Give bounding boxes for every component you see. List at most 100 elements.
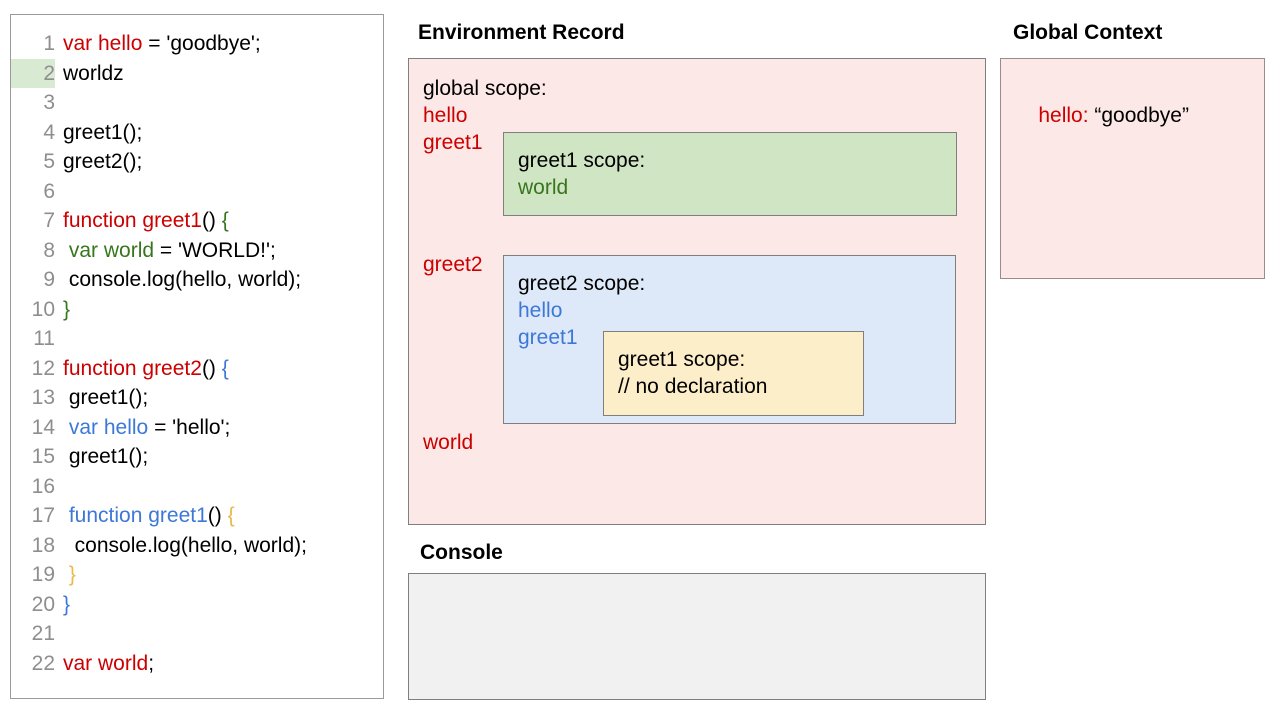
code-line[interactable]: 2 worldz	[11, 58, 383, 89]
line-number: 19	[31, 563, 55, 586]
console-heading: Console	[420, 541, 503, 564]
code-line[interactable]: 3	[11, 88, 383, 118]
console-output-box[interactable]	[408, 573, 986, 700]
code-token: var hello	[63, 32, 143, 55]
code-token: greet2();	[63, 150, 143, 173]
line-number: 5	[43, 150, 55, 173]
code-line[interactable]: 14 var hello = 'hello';	[11, 413, 383, 443]
code-token: }	[63, 592, 71, 616]
line-number: 16	[31, 474, 55, 498]
code-line[interactable]: 10}	[11, 295, 383, 325]
code-line[interactable]: 13 greet1();	[11, 383, 383, 413]
code-line-text: function greet1() {	[55, 501, 235, 531]
greet1-nested-scope-title: greet1 scope:	[618, 348, 746, 371]
code-line-text: var hello = 'goodbye';	[55, 29, 261, 59]
code-line[interactable]: 21	[11, 619, 383, 649]
line-number: 10	[31, 297, 55, 321]
code-line-text: console.log(hello, world);	[55, 531, 307, 561]
code-token: greet1();	[63, 386, 149, 409]
greet2-scope-binding-hello: hello	[518, 299, 563, 322]
line-number: 13	[31, 386, 55, 409]
code-line-text: greet2();	[55, 147, 142, 177]
environment-record-box: global scope: hello greet1 greet2 world …	[408, 58, 986, 525]
code-line-text: var world;	[55, 649, 154, 679]
global-scope-title: global scope:	[423, 77, 547, 100]
code-line-text: }	[55, 590, 70, 620]
code-token: }	[63, 297, 71, 321]
code-line[interactable]: 9 console.log(hello, world);	[11, 265, 383, 295]
global-context-entry-key: hello:	[1038, 104, 1089, 127]
code-line-text: var world = 'WORLD!';	[55, 236, 276, 266]
code-token: ()	[201, 356, 222, 380]
code-line[interactable]: 16	[11, 472, 383, 502]
greet2-scope-title: greet2 scope:	[518, 272, 646, 295]
code-line-text: function greet2() {	[55, 354, 229, 384]
line-number: 17	[31, 504, 55, 527]
code-line-text: worldz	[55, 59, 124, 89]
code-line[interactable]: 18 console.log(hello, world);	[11, 531, 383, 561]
line-number: 2	[11, 58, 55, 88]
code-token: function greet1	[68, 504, 208, 527]
line-number: 14	[31, 415, 55, 439]
code-line[interactable]: 15 greet1();	[11, 442, 383, 472]
code-line-text: greet1();	[55, 442, 148, 472]
code-line-text: greet1();	[55, 118, 142, 148]
greet1-nested-scope-note: // no declaration	[618, 375, 768, 398]
greet2-scope-box: greet2 scope: hello greet1 greet1 scope:…	[503, 255, 956, 424]
code-token: console.log(hello, world);	[63, 533, 307, 557]
global-binding-greet2: greet2	[423, 253, 483, 276]
code-line[interactable]: 11	[11, 324, 383, 354]
line-number: 3	[43, 91, 55, 114]
line-number: 4	[43, 120, 55, 144]
line-number: 8	[43, 238, 55, 262]
code-line[interactable]: 8 var world = 'WORLD!';	[11, 236, 383, 266]
greet1-scope-binding-world: world	[518, 176, 569, 199]
code-token: {	[227, 504, 235, 527]
greet2-scope-binding-greet1: greet1	[518, 326, 578, 349]
code-token: {	[221, 356, 229, 380]
code-line-text: console.log(hello, world);	[55, 265, 301, 295]
line-number: 12	[31, 356, 55, 380]
code-line[interactable]: 20}	[11, 590, 383, 620]
greet1-nested-scope-box: greet1 scope: // no declaration	[603, 331, 864, 416]
global-context-entry: hello: “goodbye”	[1015, 75, 1189, 156]
global-context-heading: Global Context	[1013, 21, 1163, 44]
line-number: 18	[31, 533, 55, 557]
greet1-scope-box: greet1 scope: world	[503, 132, 957, 216]
line-number: 20	[31, 592, 55, 616]
line-number: 22	[31, 651, 55, 675]
code-token: function greet2	[63, 356, 202, 380]
code-line-text: var hello = 'hello';	[55, 413, 231, 443]
global-context-box: hello: “goodbye”	[1000, 58, 1265, 279]
global-binding-greet1: greet1	[423, 131, 483, 154]
global-binding-hello: hello	[423, 104, 468, 127]
code-token: ()	[207, 504, 228, 527]
code-token: greet1();	[63, 445, 149, 468]
line-number: 1	[43, 32, 55, 55]
code-token: ;	[148, 651, 155, 675]
greet1-scope-title: greet1 scope:	[518, 149, 646, 172]
code-token: = 'hello';	[148, 415, 231, 439]
code-token: var hello	[68, 415, 149, 439]
line-number: 11	[33, 327, 55, 350]
line-number: 21	[31, 622, 55, 645]
code-line[interactable]: 19 }	[11, 560, 383, 590]
code-line[interactable]: 6	[11, 177, 383, 207]
code-line-text: function greet1() {	[55, 206, 229, 236]
global-context-entry-value: “goodbye”	[1088, 104, 1189, 127]
line-number: 7	[43, 209, 55, 232]
code-token: }	[68, 563, 76, 586]
code-token: {	[221, 209, 229, 232]
code-line[interactable]: 5 greet2();	[11, 147, 383, 177]
code-token: function greet1	[63, 209, 202, 232]
code-line[interactable]: 17 function greet1() {	[11, 501, 383, 531]
code-token: worldz	[63, 61, 124, 85]
code-line-text: }	[55, 560, 76, 590]
code-line-text: greet1();	[55, 383, 148, 413]
